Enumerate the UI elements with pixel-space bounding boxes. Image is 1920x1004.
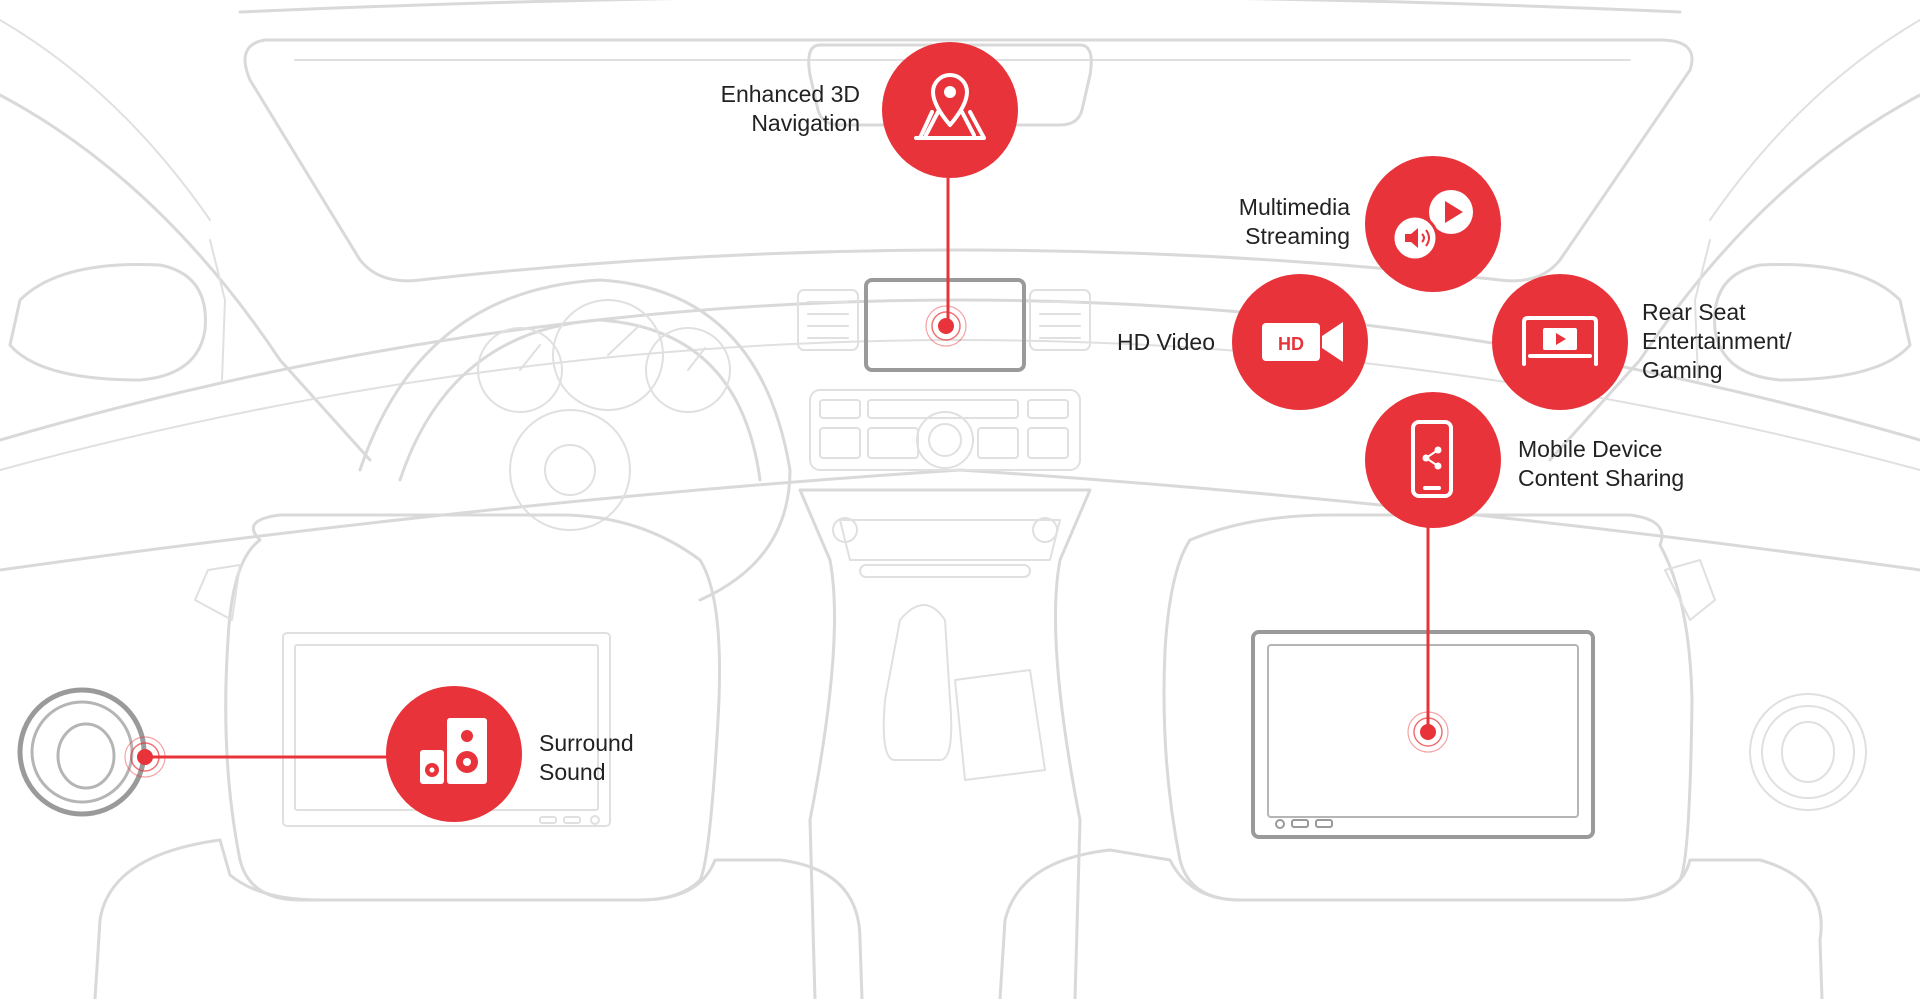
streaming-label-line2: Streaming (1245, 223, 1350, 249)
surround-label-line1: Surround (539, 730, 634, 756)
feature-navigation: Enhanced 3D Navigation (721, 42, 1018, 178)
mobile-bubble (1365, 392, 1501, 528)
navigation-label-line1: Enhanced 3D (721, 81, 860, 107)
rear-seat-label-line3: Gaming (1642, 357, 1723, 383)
door-speaker-pulse (124, 736, 166, 778)
streaming-label-line1: Multimedia (1239, 194, 1350, 220)
feature-hd-video: HD HD Video (1117, 274, 1368, 410)
hd-video-camera-icon: HD (1262, 322, 1343, 362)
navigation-label-line2: Navigation (751, 110, 860, 136)
hd-video-label: HD Video (1117, 329, 1215, 355)
rear-screen-pulse (1407, 711, 1449, 753)
mobile-label-line2: Content Sharing (1518, 465, 1684, 491)
surround-label-line2: Sound (539, 759, 606, 785)
feature-mobile-sharing: Mobile Device Content Sharing (1365, 392, 1684, 528)
center-dash-screen (864, 278, 1026, 372)
media-stream-icon (1391, 190, 1473, 262)
connectors (145, 178, 1430, 759)
rear-seat-screen (1251, 630, 1595, 839)
mobile-label-line1: Mobile Device (1518, 436, 1662, 462)
center-screen-pulse (925, 305, 967, 347)
feature-rear-seat: Rear Seat Entertainment/ Gaming (1492, 274, 1792, 410)
rear-seat-label-line1: Rear Seat (1642, 299, 1746, 325)
feature-streaming: Multimedia Streaming (1239, 156, 1501, 292)
speakers-icon (420, 718, 487, 784)
right-door-speaker (1749, 693, 1867, 811)
rear-screen-play-icon (1522, 316, 1598, 366)
feature-surround-sound: Surround Sound (386, 686, 634, 822)
mobile-share-icon (1411, 420, 1453, 498)
rear-seat-label-line2: Entertainment/ (1642, 328, 1792, 354)
navigation-bubble (882, 42, 1018, 178)
hd-badge: HD (1278, 334, 1304, 354)
map-pin-icon (914, 73, 986, 140)
